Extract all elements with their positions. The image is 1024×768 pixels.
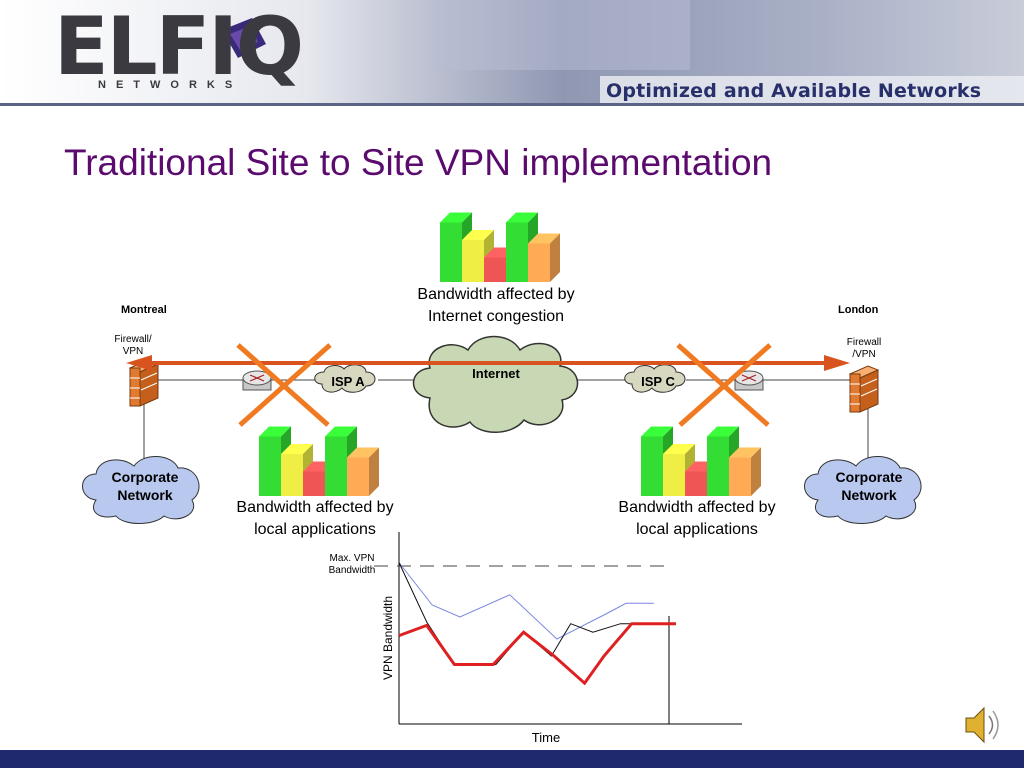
footer-bar (0, 750, 1024, 768)
series-line-blue (398, 562, 654, 640)
city-label-right: London (838, 304, 879, 316)
firewall-label-right: Firewall /VPN (846, 337, 882, 360)
bandwidth-bars-icon-right (641, 426, 761, 496)
isp-a-label: ISP A (331, 374, 365, 389)
max-bandwidth-annotation: Max. VPN Bandwidth (328, 553, 376, 576)
bandwidth-bars-icon-left (259, 426, 379, 496)
blocked-link-x-icon-left (236, 343, 332, 427)
series-line-red (398, 622, 676, 686)
bandwidth-bars-icon-top (440, 212, 560, 282)
city-label-left: Montreal (121, 304, 167, 316)
x-axis-label: Time (531, 730, 561, 745)
caption-local-apps-left: Bandwidth affected by local applications (236, 499, 394, 538)
vpn-tunnel-arrow (126, 355, 850, 371)
caption-internet-congestion: Bandwidth affected by Internet congestio… (417, 286, 575, 325)
router-icon-left (242, 370, 272, 391)
router-icon-right (734, 370, 764, 391)
blocked-link-x-icon-right (676, 343, 772, 427)
slide-title: Traditional Site to Site VPN implementat… (64, 142, 773, 183)
corporate-network-cloud-left (82, 456, 200, 524)
logo-subtext: NETWORKS (98, 79, 243, 91)
tagline: Optimized and Available Networks (606, 80, 982, 102)
bar-mark (729, 447, 761, 496)
firewall-icon-right (848, 365, 880, 413)
firewall-label-left: Firewall/ VPN (114, 334, 152, 357)
bar-mark (347, 447, 379, 496)
internet-cloud (412, 335, 579, 433)
header-banner (0, 0, 1024, 106)
isp-c-label: ISP C (641, 374, 675, 389)
internet-label: Internet (472, 366, 520, 381)
isp-c-cloud (624, 364, 686, 393)
corporate-network-label-left: Corporate Network (111, 469, 179, 503)
bar-mark (528, 233, 560, 282)
vpn-bandwidth-chart (374, 532, 742, 725)
corporate-network-cloud-right (804, 456, 922, 524)
logo-text: ELFIQ (54, 0, 304, 93)
series-line-black (398, 562, 676, 665)
corporate-network-label-right: Corporate Network (835, 469, 903, 503)
y-axis-label: VPN Bandwidth (381, 595, 395, 681)
speaker-icon[interactable] (965, 706, 999, 744)
caption-local-apps-right: Bandwidth affected by local applications (618, 499, 776, 538)
isp-a-cloud (314, 364, 376, 393)
